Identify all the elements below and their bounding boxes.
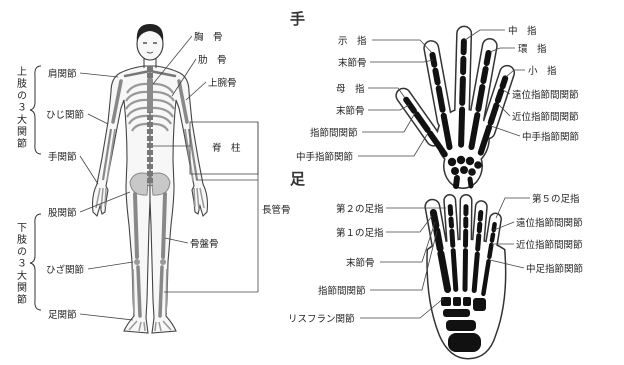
upper-limb-group-label: 上肢の３大関節 [15,66,27,150]
lateral-cuneiform [463,297,471,306]
foot-pip-joint-label: 近位指節間関節 [516,239,583,251]
little-finger-label: 小 指 [528,65,557,77]
index-finger-bone-3 [435,71,437,83]
index-finger-leader [372,40,432,53]
carpal-bone [474,161,482,169]
fourth-toe-bone-2 [478,236,479,249]
thumb-label: 母 指 [336,83,365,95]
body-outline-right [150,66,208,333]
fourth-toe-bone-1 [474,254,477,291]
ring-finger-bone-3 [483,69,485,81]
middle-finger-bone-2 [462,79,463,103]
fifth-toe-bone-4 [494,224,495,230]
fourth-toe-bone-4 [480,213,481,220]
hip-joint-label: 股関節 [48,207,77,219]
elbow-joint-leader [88,114,108,124]
third-toe-bone-1 [465,251,466,290]
ring-finger-bone-2 [478,87,482,109]
knee-joint-leader [88,262,133,269]
index-finger-bone-2 [439,88,443,110]
hand-skeleton [403,34,507,189]
first-toe-leader [386,216,432,232]
second-toe-bone-2 [452,231,453,245]
carpal-bone [451,167,459,175]
fifth-toe-bone-2 [489,245,491,257]
carpal-bone [457,156,465,164]
body-figure [93,24,208,333]
body-outline-left [93,66,151,333]
hand-pip-joint-label: 近位指節間関節 [512,111,579,123]
foot-title: 足 [290,170,306,188]
wrist-joint-leader [80,156,98,184]
ankle-joint-leader [80,314,133,320]
intermediate-cuneiform [453,297,461,306]
ribs-label: 肋 骨 [198,54,227,66]
pelvis-label: 骨盤骨 [190,238,219,250]
fourth-toe-bone-3 [479,224,480,231]
long-bones-label: 長管骨 [262,204,291,216]
cuboid [473,298,486,311]
foot-mtp-joint-label: 中足指節関節 [526,263,584,275]
second-toe-label: 第２の足指 [336,203,384,215]
carpal-bone [466,157,474,165]
lower-limb-bracket [30,214,41,310]
navicular [443,309,470,317]
upper-limb-bracket [30,66,41,154]
humerus-label: 上腕骨 [208,77,237,89]
foot-skeleton [428,200,505,358]
carpal-bone [468,168,476,176]
index-distal-phalanx-label: 末節骨 [338,57,367,69]
head [137,24,163,68]
carpal-bone [460,166,468,174]
fifth-toe-bone-3 [492,235,493,241]
middle-finger-bone-1 [461,110,462,145]
calcaneus [448,333,481,352]
spine-label: 脊 柱 [212,142,241,154]
hand-mcp-joint-label-left: 中手指節関節 [296,151,354,163]
lisfranc-joint-label: リスフラン関節 [288,313,355,325]
hand-ip-joint-leader [362,113,415,132]
elbow-joint-label: ひじ関節 [46,109,85,121]
lower-limb-group-label: 下肢の３大関節 [15,222,27,306]
sternum [147,78,153,112]
shoulder-joint-label: 肩関節 [48,68,77,80]
hand-dip-joint-label: 遠位指節間関節 [512,89,579,101]
shoulder-joint-leader [80,73,118,77]
fifth-toe-leader [496,198,530,218]
first-toe-bone-2 [437,231,440,249]
fifth-toe-label: 第５の足指 [532,193,580,205]
wrist-joint-label: 手関節 [48,151,77,163]
foot-dip-joint-label: 遠位指節間関節 [516,217,583,229]
hand-mcp-joint-label-right: 中手指節関節 [522,131,580,143]
thumb-distal-phalanx-label: 末節骨 [336,105,365,117]
ring-finger-label: 環 指 [518,43,547,55]
carpal-bone [448,158,456,166]
index-finger-label: 示 指 [338,35,367,47]
hand-mcp-joint-leader-left [358,133,428,156]
medial-cuneiform [441,297,451,306]
second-toe-bone-4 [450,207,451,214]
ring-finger-bone-4 [487,53,489,63]
hand-ip-joint-label: 指節間関節 [310,127,358,139]
index-distal-phalanx-leader [370,60,433,62]
hand-title: 手 [290,10,305,28]
ankle-joint-label: 足関節 [48,309,77,321]
second-toe-bone-1 [453,251,456,290]
little-finger-bone-3 [498,91,501,101]
middle-finger-label: 中 指 [508,25,537,37]
toe-distal-phalanx-label: 末節骨 [346,257,375,269]
radius-end [456,178,457,186]
second-toe-bone-3 [451,219,452,226]
sternum-label: 胸 骨 [194,31,223,43]
knee-joint-label: ひざ関節 [46,264,85,276]
first-toe-label: 第１の足指 [336,227,384,239]
foot-ip-joint-label: 指節間関節 [318,285,366,297]
talus [446,320,476,331]
little-finger-bone-4 [503,78,506,86]
ulna-end [470,179,471,186]
